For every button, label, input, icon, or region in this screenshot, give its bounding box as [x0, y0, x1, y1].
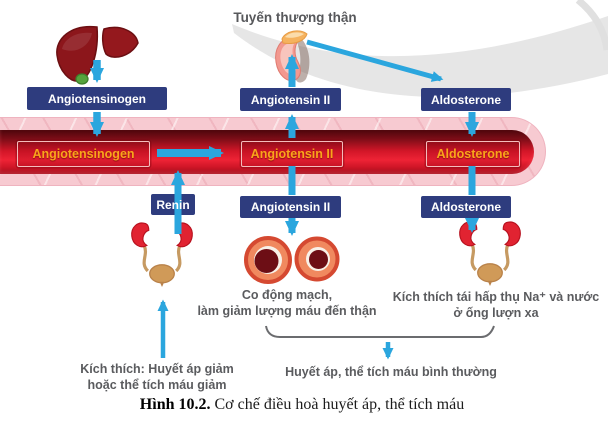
figure-caption: Hình 10.2. Cơ chế điều hoà huyết áp, thể… [140, 396, 464, 414]
vessel-box-angiotensin-2: Angiotensin II [241, 141, 343, 167]
kidney-bladder-icon [458, 220, 522, 286]
label-box-angiotensin-2-top: Angiotensin II [240, 88, 341, 111]
stimulus-note: Kích thích: Huyết áp giảm hoặc thể tích … [80, 362, 234, 393]
vessel-box-angiotensinogen: Angiotensinogen [17, 141, 150, 167]
label-box-angiotensin-2-bottom: Angiotensin II [240, 196, 341, 218]
label-box-angiotensinogen: Angiotensinogen [27, 87, 167, 110]
label-aldosterone: Aldosterone [430, 92, 501, 107]
label-aldosterone: Aldosterone [430, 200, 501, 214]
kidney-bladder-icon [130, 221, 194, 287]
stimulus-line1: Kích thích: Huyết áp giảm [80, 362, 234, 376]
result-note: Huyết áp, thể tích máu bình thường [285, 365, 497, 379]
label-angiotensin-2: Angiotensin II [250, 92, 331, 107]
label-box-aldosterone-bottom: Aldosterone [421, 196, 511, 218]
adrenal-gland-label: Tuyến thượng thận [233, 10, 357, 25]
stimulus-line2: hoặc thể tích máu giảm [87, 377, 227, 392]
artery-effect-line2: làm giảm lượng máu đến thận [197, 303, 377, 318]
constricted-artery-icon [244, 236, 340, 284]
label-angiotensinogen: Angiotensinogen [48, 91, 146, 106]
vessel-box-aldosterone: Aldosterone [426, 141, 520, 167]
artery-effect-note: Co động mạch, làm giảm lượng máu đến thậ… [197, 288, 376, 319]
vessel-label-angiotensin-2: Angiotensin II [250, 147, 334, 161]
reabsorption-note: Kích thích tái hấp thụ Na⁺ và nước ở ống… [393, 290, 600, 321]
liver-icon [56, 25, 139, 85]
adrenal-gland-icon [275, 30, 310, 83]
reabsorption-line1: Kích thích tái hấp thụ Na⁺ và nước [392, 290, 600, 304]
vessel-label-angiotensinogen: Angiotensinogen [32, 147, 135, 161]
label-box-aldosterone-top: Aldosterone [421, 88, 511, 111]
reabsorption-line2: ở ống lượn xa [453, 305, 539, 320]
label-box-renin: Renin [151, 194, 195, 215]
figure-number: Hình 10.2. [139, 396, 211, 413]
label-renin: Renin [156, 197, 190, 212]
vessel-label-aldosterone: Aldosterone [436, 147, 510, 161]
artery-effect-line1: Co động mạch, [241, 288, 333, 302]
label-angiotensin-2: Angiotensin II [250, 200, 331, 214]
figure-caption-text: Cơ chế điều hoà huyết áp, thể tích máu [210, 396, 465, 413]
